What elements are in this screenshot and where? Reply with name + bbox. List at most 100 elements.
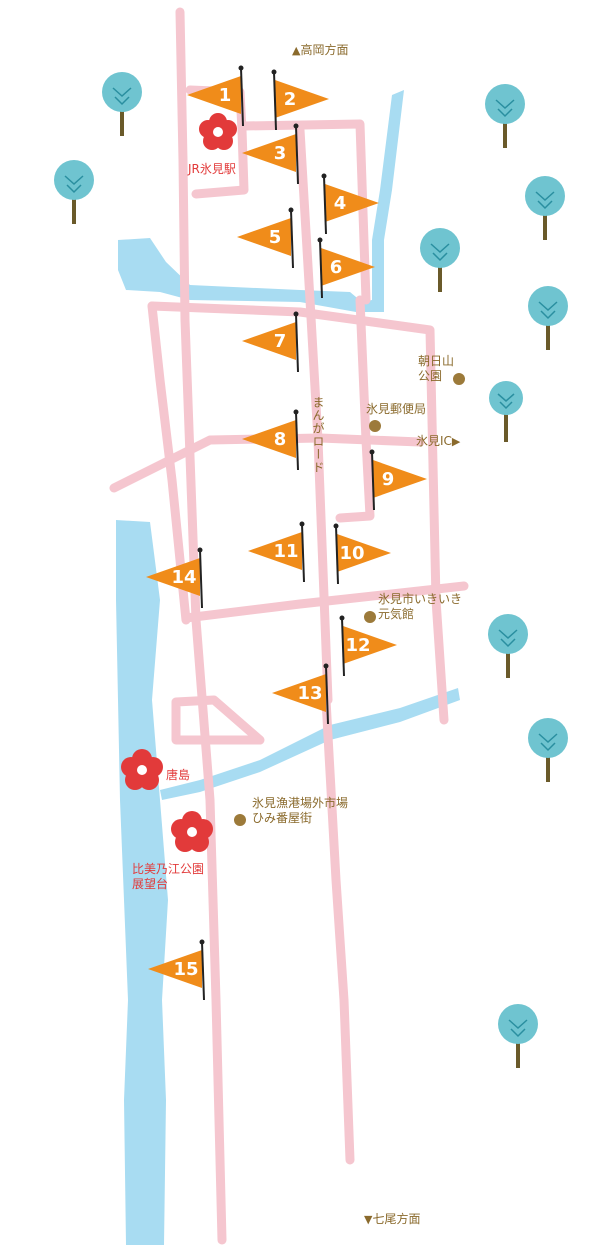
flag-icon xyxy=(148,950,202,988)
tree-icon xyxy=(528,718,568,782)
asahiyama-park-label[interactable]: 朝日山 公園 xyxy=(418,354,455,383)
flag-number: 8 xyxy=(274,429,287,450)
post-office-dot-icon xyxy=(369,420,381,432)
flag-marker-10[interactable]: 10 xyxy=(333,523,392,585)
flag-pole xyxy=(240,67,244,127)
flag-number: 4 xyxy=(334,193,347,214)
road-east xyxy=(335,295,375,523)
flag-pole xyxy=(273,71,277,131)
flag-icon xyxy=(272,674,326,712)
road-triangle xyxy=(171,695,265,745)
flag-marker-5[interactable]: 5 xyxy=(237,207,294,269)
rivers xyxy=(116,90,460,1245)
ic-label[interactable]: 氷見IC▶ xyxy=(416,434,461,448)
flag-icon xyxy=(242,134,296,172)
flag-number: 14 xyxy=(171,567,196,588)
flag-icon xyxy=(237,218,291,256)
station-label[interactable]: JR氷見駅 xyxy=(188,162,236,176)
tree-icon xyxy=(485,84,525,148)
flag-marker-2[interactable]: 2 xyxy=(271,69,330,131)
flag-icon xyxy=(275,80,329,118)
karashima-label[interactable]: 唐島 xyxy=(166,768,191,782)
flag-knob xyxy=(293,409,299,415)
flower-icon xyxy=(199,113,237,150)
flag-number: 6 xyxy=(330,257,343,278)
road-manga-b xyxy=(321,695,355,1165)
flag-marker-14[interactable]: 14 xyxy=(146,547,203,609)
flag-icon xyxy=(187,76,241,114)
post-office-label[interactable]: 氷見郵便局 xyxy=(366,402,427,416)
main-river xyxy=(116,520,168,1245)
flag-pole xyxy=(201,941,205,1001)
flag-icon xyxy=(242,420,296,458)
flower-icon xyxy=(121,749,163,790)
flag-marker-12[interactable]: 12 xyxy=(339,615,398,677)
flag-number: 12 xyxy=(345,635,370,656)
flower-icon xyxy=(171,811,213,852)
flag-knob xyxy=(288,207,294,213)
triangle-icon: ▼ xyxy=(364,1213,373,1226)
flowers xyxy=(121,113,237,852)
flag-knob xyxy=(333,523,339,529)
road-station-east xyxy=(239,119,371,305)
flag-marker-4[interactable]: 4 xyxy=(321,173,380,235)
flag-marker-3[interactable]: 3 xyxy=(242,123,299,185)
ikiiki-label[interactable]: 氷見市いきいき 元気館 xyxy=(378,592,463,621)
flag-knob xyxy=(321,173,327,179)
flag-pole xyxy=(290,209,294,269)
flag-number: 11 xyxy=(273,541,298,562)
flag-number: 15 xyxy=(173,959,198,980)
flag-marker-9[interactable]: 9 xyxy=(369,449,428,511)
asahiyama-dot-icon xyxy=(453,373,465,385)
flag-pole xyxy=(295,125,299,185)
flag-marker-15[interactable]: 15 xyxy=(148,939,205,1001)
flag-knob xyxy=(199,939,205,945)
flag-icon xyxy=(373,460,427,498)
tree-icon xyxy=(420,228,460,292)
flag-marker-8[interactable]: 8 xyxy=(242,409,299,471)
north-direction-label: ▲高岡方面 xyxy=(292,43,349,57)
flag-pole xyxy=(323,175,327,235)
road-west-loop xyxy=(147,301,191,625)
ikiiki-dot-icon xyxy=(364,611,376,623)
fish-market-label[interactable]: 氷見漁港場外市場 ひみ番屋街 xyxy=(252,796,349,825)
tree-icon xyxy=(489,381,523,442)
tree-icon xyxy=(102,72,142,136)
tree-icon xyxy=(525,176,565,240)
flag-marker-11[interactable]: 11 xyxy=(248,521,305,583)
flag-pole xyxy=(371,451,375,511)
flag-pole xyxy=(341,617,345,677)
flag-icon xyxy=(325,184,379,222)
flag-knob xyxy=(293,123,299,129)
road-cross-14 xyxy=(181,581,469,623)
flag-knob xyxy=(323,663,329,669)
flag-pole xyxy=(199,549,203,609)
flag-pole xyxy=(295,313,299,373)
flag-knob xyxy=(339,615,345,621)
tree-icon xyxy=(54,160,94,224)
flag-number: 10 xyxy=(339,543,364,564)
lower-canal xyxy=(160,688,460,800)
flag-marker-13[interactable]: 13 xyxy=(272,663,329,725)
flag-icon xyxy=(248,532,302,570)
manga-road-label: まんがロード xyxy=(311,396,325,474)
flag-marker-6[interactable]: 6 xyxy=(317,237,376,299)
flag-pole xyxy=(335,525,339,585)
flag-number: 9 xyxy=(382,469,395,490)
upper-canal xyxy=(118,90,404,312)
flag-marker-1[interactable]: 1 xyxy=(187,65,244,127)
flag-pole xyxy=(319,239,323,299)
road-middle-loop xyxy=(147,301,449,725)
tree-icon xyxy=(488,614,528,678)
flag-pole xyxy=(325,665,329,725)
park-label[interactable]: 比美乃江公園 展望台 xyxy=(132,862,205,891)
flag-knob xyxy=(299,521,305,527)
flag-knob xyxy=(317,237,323,243)
flag-knob xyxy=(238,65,244,71)
flag-knob xyxy=(271,69,277,75)
flag-marker-7[interactable]: 7 xyxy=(242,311,299,373)
road-manga-a xyxy=(295,125,333,705)
flag-icon xyxy=(242,322,296,360)
